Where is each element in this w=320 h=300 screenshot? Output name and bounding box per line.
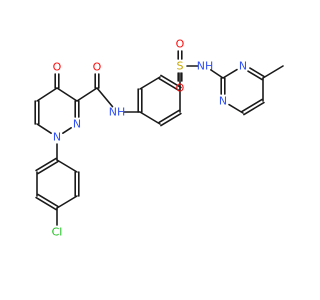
atom-o-amide: O xyxy=(93,61,102,74)
atom-o-keto: O xyxy=(53,61,62,74)
bond-q3-q4-0 xyxy=(241,98,263,113)
atom-cl: Cl xyxy=(52,226,63,239)
bond-c4-c5 xyxy=(36,87,58,102)
bond-a5-a6-1 xyxy=(158,109,180,124)
atom-n-pyrimidine-top: N xyxy=(239,60,247,73)
bond-q5-q6-0 xyxy=(247,70,263,81)
atom-s-sulfonyl: S xyxy=(177,60,184,73)
atom-n-pyridazine-2: N xyxy=(73,118,81,131)
bond-b4-b5 xyxy=(56,195,78,209)
bond-b3-b4-0 xyxy=(37,193,59,208)
bond-a6-a1 xyxy=(139,111,161,125)
atom-o-s-lower: O xyxy=(176,82,185,95)
bond-a3-a4-1 xyxy=(158,77,180,92)
bond-b1-b2-0 xyxy=(37,160,59,175)
bond-a3-a4-0 xyxy=(160,74,182,89)
atom-o-s-upper: O xyxy=(176,38,185,51)
bond-q3-q4-1 xyxy=(243,101,265,116)
bond-q5-q6-1 xyxy=(249,67,265,78)
bonds xyxy=(34,50,284,226)
atom-n-pyrimidine-bottom: N xyxy=(219,95,227,108)
atom-nh-amide: NH xyxy=(109,106,126,119)
bond-c3-cam xyxy=(76,87,98,102)
bond-n1-n2 xyxy=(62,127,72,134)
bond-b1-b2-1 xyxy=(35,157,57,172)
bond-a2-a3 xyxy=(139,76,161,90)
bond-a5-a6-0 xyxy=(160,112,182,127)
bond-b3-b4-1 xyxy=(35,196,57,211)
bond-q5-ch3 xyxy=(262,65,284,79)
bond-nhs-q1 xyxy=(210,69,224,79)
bond-c3-c4 xyxy=(56,87,78,102)
atom-nh-sulfonamide: NH xyxy=(197,60,214,73)
bond-b6-b1 xyxy=(56,159,78,173)
bond-cam-nham xyxy=(96,87,114,108)
bond-q6-q1 xyxy=(222,68,238,79)
atom-n-pyridazine-1: N xyxy=(53,131,61,144)
bond-c6-n1 xyxy=(36,123,52,134)
bond-q2-q3 xyxy=(228,103,244,114)
